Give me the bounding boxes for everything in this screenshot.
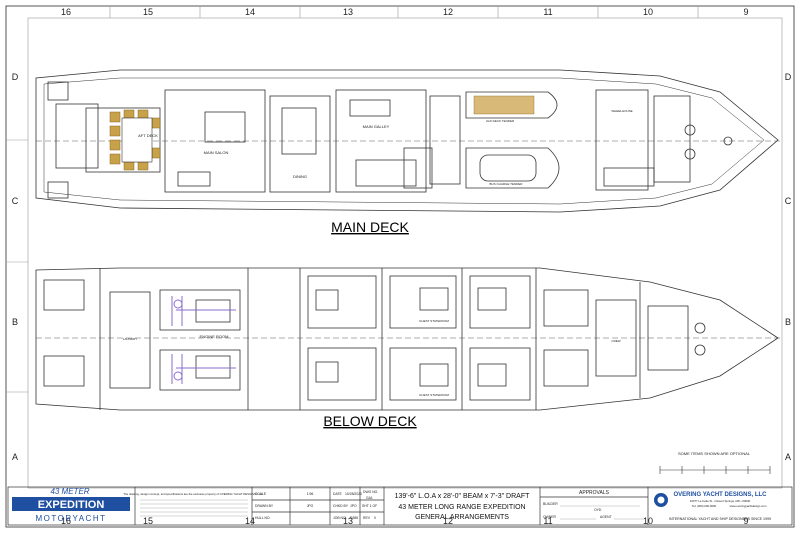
chkd-value: JPO (350, 504, 357, 508)
below-deck-title: BELOW DECK (323, 413, 417, 429)
job-label: JOB NO. (333, 516, 347, 520)
label-crew: CREW (611, 339, 620, 343)
drawn-label: DRAWN BY (255, 504, 274, 508)
row-label: D (785, 72, 792, 82)
row-labels: D C B A D C B A (12, 72, 792, 462)
row-label: B (12, 317, 18, 327)
row-label: A (785, 452, 791, 462)
col-label: 14 (245, 516, 255, 526)
label-tender-right: BUS CHARGE TENDER (490, 182, 524, 186)
title-block (7, 486, 793, 526)
owner-label: OWNER (543, 515, 557, 519)
below-deck-hull (35, 267, 779, 411)
label-main-salon: MAIN SALON (204, 150, 229, 155)
optional-note: SOME ITEMS SHOWN ARE OPTIONAL (678, 451, 751, 456)
approvals-heading: APPROVALS (579, 490, 610, 496)
col-label: 15 (143, 516, 153, 526)
agent-label: AGENT (600, 515, 612, 519)
below-deck-plan (35, 267, 780, 411)
title-line1: 139'-6" L.O.A x 28'-0" BEAM x 7'-3" DRAF… (395, 493, 531, 500)
date-label: DATE (333, 492, 343, 496)
label-main-galley: MAIN GALLEY (363, 124, 390, 129)
label-laundry: LAUNDRY (123, 337, 137, 341)
main-title: 139'-6" L.O.A x 28'-0" BEAM x 7'-3" DRAF… (395, 493, 531, 521)
company-name: OVERING YACHT DESIGNS, LLC (673, 492, 767, 498)
col-label: 13 (343, 516, 353, 526)
row-label: C (785, 196, 792, 206)
scale-label: SCALE (255, 492, 267, 496)
main-deck-title: MAIN DECK (331, 219, 409, 235)
drawn-value: JPO (307, 504, 314, 508)
label-wheelhouse: WHEELHOUSE (611, 109, 632, 113)
logo-band (12, 497, 130, 511)
aft-deck-table (121, 117, 153, 163)
col-label: 16 (61, 516, 71, 526)
row-label: D (12, 72, 19, 82)
sheet-value: SHT 1 OF (362, 504, 377, 508)
hull-label: HULL NO. (255, 516, 271, 520)
label-aft-deck: AFT DECK (138, 133, 158, 138)
inner-border (27, 17, 783, 489)
col-label: 13 (343, 7, 353, 17)
column-labels-bottom: 16 15 14 13 12 11 10 9 (61, 516, 749, 526)
label-engine-room: ENGINE ROOM (200, 334, 229, 339)
logo-line3: MOTORYACHT (35, 514, 106, 523)
col-label: 11 (543, 516, 552, 526)
disclaimer-lines (140, 499, 248, 517)
main-deck-plan (35, 69, 780, 213)
label-guest-stateroom-1: GUEST STATEROOM (419, 319, 449, 323)
title-line2: 43 METER LONG RANGE EXPEDITION (398, 504, 525, 511)
row-label: A (12, 452, 18, 462)
company-web: www.overingyachtdesign.com (730, 504, 768, 508)
logo-line2: EXPEDITION (38, 499, 105, 511)
engine-piping (171, 296, 236, 384)
chkd-label: CHKD BY (333, 504, 349, 508)
dwg-value: GA1 (366, 496, 373, 500)
col-label: 12 (443, 7, 453, 17)
aft-deck-furniture (109, 109, 161, 171)
row-label: B (785, 317, 791, 327)
col-label: 14 (245, 7, 255, 17)
col-label: 9 (743, 516, 748, 526)
col-label: 10 (643, 7, 653, 17)
company-block: OVERING YACHT DESIGNS, LLC 10077 La Celt… (669, 492, 771, 521)
label-tender-left: ULD DECK TENDER (486, 119, 515, 123)
approvals-block: APPROVALS BUILDER OYD OWNER AGENT (543, 490, 612, 519)
main-deck-hull (35, 69, 779, 213)
column-labels-top: 16 15 14 13 12 11 10 9 (61, 7, 749, 17)
rev-value: 0 (374, 516, 376, 520)
col-label: 15 (143, 7, 153, 17)
disclaimer: The drawing, design concept, and specifi… (123, 492, 262, 496)
title-line3: GENERAL ARRANGEMENTS (415, 514, 509, 521)
logo-line1: 43 METER (50, 487, 89, 496)
main-deck-bulwark (43, 77, 765, 205)
job-value: D385 (350, 516, 358, 520)
col-label: 11 (543, 7, 552, 17)
date-value: 10/28/2020 (345, 492, 362, 496)
title-fields: SCALE 1:96 DATE 10/28/2020 DRAWN BY JPO … (255, 490, 378, 520)
company-address: 10077 La Celte St. • Desert Springs, MD … (690, 499, 751, 503)
row-label: C (12, 196, 19, 206)
rev-label: REV (363, 516, 371, 520)
company-logo-inner (657, 496, 665, 504)
scale-bar (659, 466, 771, 474)
builder-label: BUILDER (543, 502, 558, 506)
scale-value: 1:96 (307, 492, 314, 496)
col-label: 16 (61, 7, 71, 17)
approval-lines (560, 505, 644, 520)
outer-border (5, 5, 795, 528)
tender-teak (473, 95, 535, 115)
company-tagline: INTERNATIONAL YACHT AND SHIP DESIGNERS S… (669, 517, 771, 521)
col-label: 12 (443, 516, 453, 526)
label-guest-stateroom-2: GUEST STATEROOM (419, 393, 449, 397)
label-dining: DINING (293, 174, 307, 179)
border-ticks (6, 6, 699, 393)
company-phone: Tel: (000) 000-0000 (692, 504, 717, 508)
oyd-label: OYD (594, 508, 602, 512)
dwg-label: DWG NO. (363, 490, 378, 494)
col-label: 9 (743, 7, 748, 17)
